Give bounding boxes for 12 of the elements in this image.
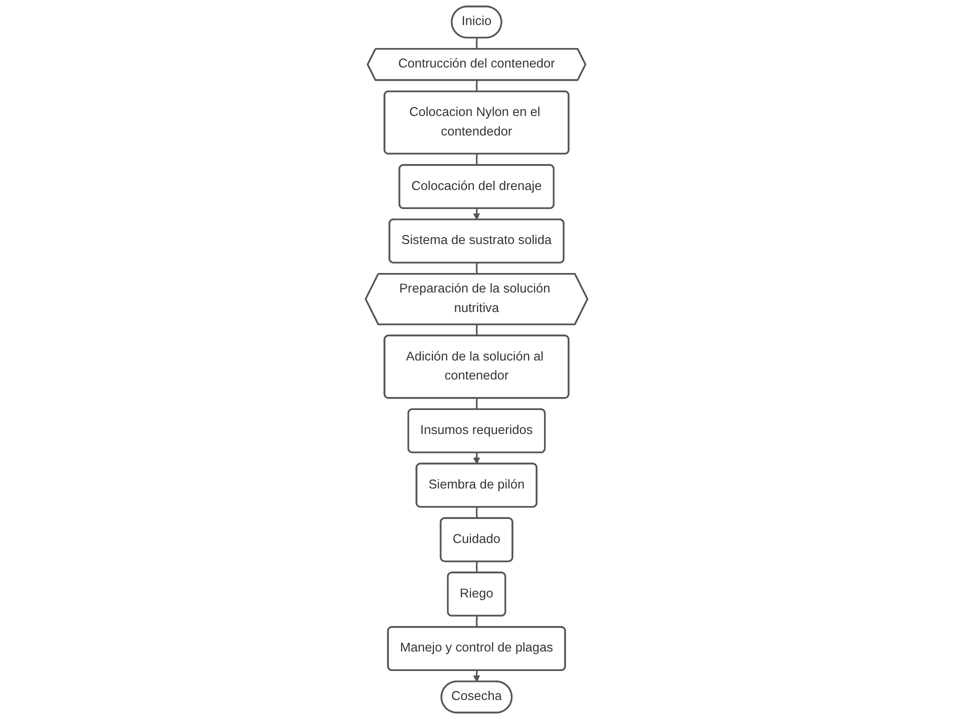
connector (476, 154, 478, 166)
connector (476, 324, 478, 336)
arrow (472, 670, 480, 682)
connector (476, 507, 478, 518)
connector (476, 38, 478, 50)
connector (476, 80, 478, 92)
connector (476, 398, 478, 410)
connector (476, 616, 478, 628)
connector (476, 262, 478, 274)
arrow (472, 452, 480, 464)
arrow (472, 208, 480, 220)
connector (476, 562, 478, 573)
